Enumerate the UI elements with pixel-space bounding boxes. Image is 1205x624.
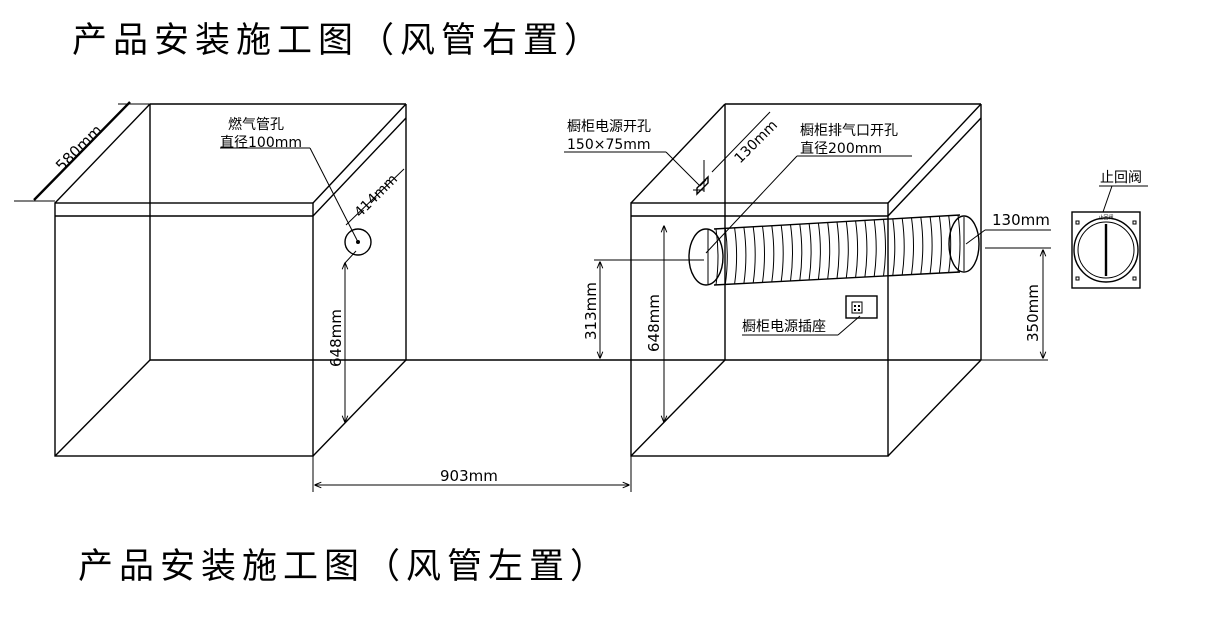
depth-label: 580mm — [52, 121, 106, 175]
exhaust-height-dimension — [594, 259, 704, 358]
left-cabinet — [54, 103, 407, 457]
check-valve-leader-diag — [1102, 185, 1113, 213]
gas-offset-dimension — [345, 168, 405, 226]
exhaust-leader-diag — [705, 155, 798, 254]
exhaust-diameter-label: 直径200mm — [800, 140, 882, 157]
power-hole-label: 橱柜电源开孔 — [567, 119, 651, 135]
power-offset-label: 130mm — [732, 117, 781, 166]
power-socket-label: 橱柜电源插座 — [742, 319, 826, 335]
gas-height-label: 648mm — [327, 309, 345, 367]
diagram-title-right-duct: 产品安装施工图（风管右置） — [72, 21, 606, 61]
cabinet-height-label: 648mm — [645, 294, 663, 352]
diagram-title-left-duct: 产品安装施工图（风管左置） — [78, 547, 612, 587]
duct-height-label: 350mm — [1024, 284, 1042, 342]
width-dimension — [312, 456, 632, 492]
gas-pipe-diameter-label: 直径100mm — [220, 134, 302, 151]
flexible-duct — [688, 214, 980, 286]
power-hole-size-label: 150×75mm — [567, 137, 651, 153]
check-valve: 止回阀 — [1071, 211, 1141, 289]
duct-offset-label: 130mm — [992, 211, 1050, 229]
gas-offset-label: 414mm — [352, 171, 401, 220]
duct-offset-dimension — [965, 229, 1051, 249]
gas-pipe-hole-label: 燃气管孔 — [228, 116, 284, 133]
power-offset-dimension — [711, 111, 771, 173]
check-valve-label: 止回阀 — [1100, 170, 1142, 186]
gas-pipe-hole — [220, 147, 372, 256]
right-cabinet — [630, 103, 982, 457]
power-socket — [742, 295, 878, 336]
exhaust-hole-label: 橱柜排气口开孔 — [800, 123, 898, 139]
valve-plate-label: 止回阀 — [1098, 214, 1113, 221]
duct-height-dimension — [981, 250, 1048, 361]
exhaust-height-label: 313mm — [582, 282, 600, 340]
depth-dimension: 580mm — [14, 101, 150, 202]
width-label: 903mm — [440, 467, 498, 485]
power-cutout — [564, 151, 709, 196]
gas-height-dimension — [345, 250, 357, 422]
